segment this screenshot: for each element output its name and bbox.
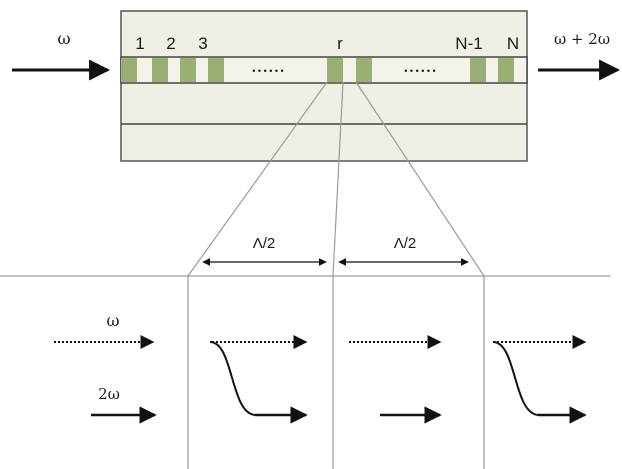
zoom-projection [187,81,485,277]
domain-boundaries [187,276,485,469]
segment-label-n-1: N-1 [455,34,482,53]
second-harmonic-label: 2ω [98,385,120,403]
half-period-right-dimension: Λ/2 [338,235,469,266]
dots-right: • • • • • • [404,66,435,76]
half-period-right-label: Λ/2 [394,235,417,252]
domain-2 [152,58,168,82]
poled-domains [121,58,514,82]
domain-r [327,58,343,82]
domain-n-1 [498,58,514,82]
domain-4 [208,58,224,82]
segment-label-2: 2 [166,34,175,53]
output-frequency-label: ω + 2ω [554,30,610,48]
segment-label-1: 1 [135,34,144,53]
half-period-left-dimension: Λ/2 [202,235,327,266]
domain-n-2 [470,58,486,82]
dots-left: • • • • • • [252,66,283,76]
segment-label-r: r [337,34,343,53]
segment-label-n: N [507,34,519,53]
domain-r-next [356,58,372,82]
input-frequency-label: ω [57,29,70,48]
segment-label-3: 3 [198,34,207,53]
domain-3 [180,58,196,82]
half-period-left-label: Λ/2 [253,235,276,252]
fundamental-label: ω [106,311,119,330]
conversion-curves [209,341,540,416]
domain-1 [121,58,137,82]
